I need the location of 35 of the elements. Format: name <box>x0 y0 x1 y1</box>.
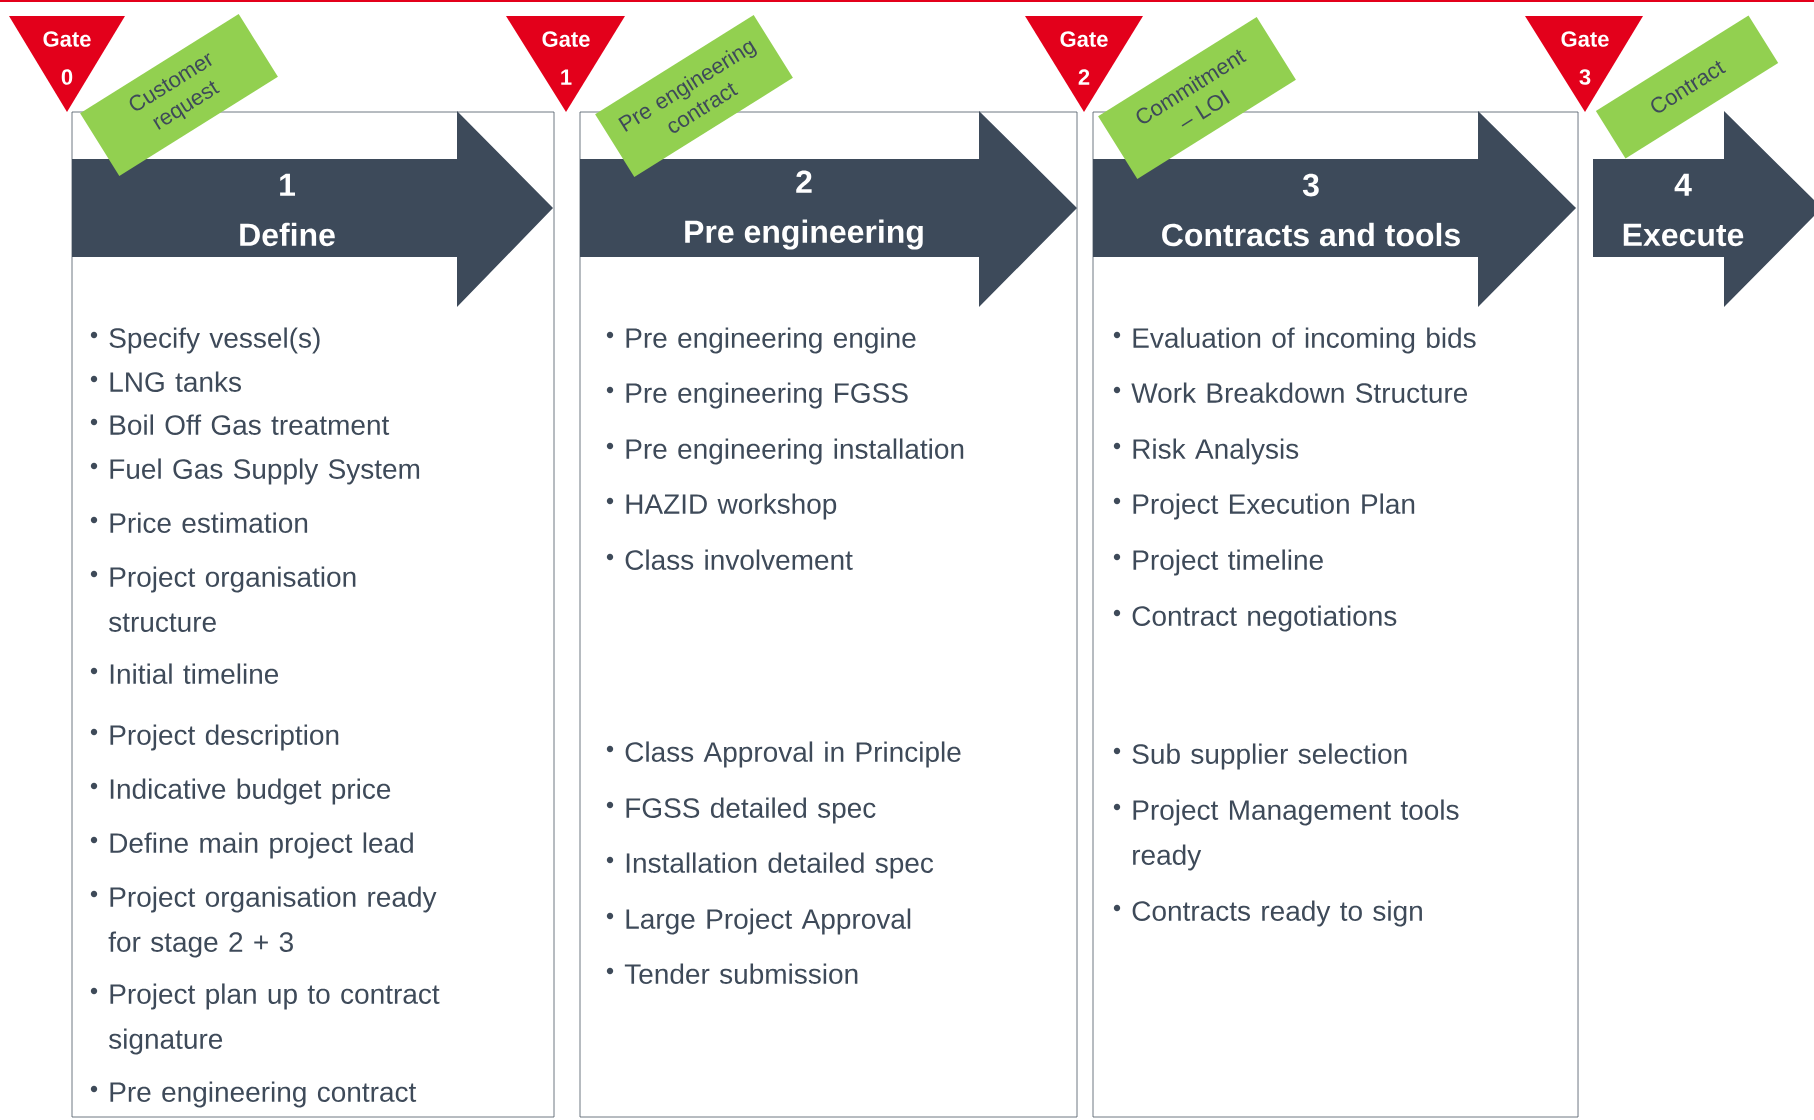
bullet-item: Contracts ready to sign <box>1113 900 1422 927</box>
bullet-item: Installation detailed spec <box>606 852 934 879</box>
bullet-item: FGSS detailed spec <box>606 797 876 824</box>
bullet-item: Fuel Gas Supply System <box>90 458 420 485</box>
bullet-item: Risk Analysis <box>1113 438 1299 465</box>
bullet-item: Indicative budget price <box>90 778 391 805</box>
bullet-item: Pre engineering engine <box>606 327 916 354</box>
bullet-item: Project plan up to contract signature <box>90 983 440 1055</box>
bullet-item: Project description <box>90 724 339 751</box>
bullet-item: Initial timeline <box>90 663 279 684</box>
bullet-item: Project timeline <box>1113 549 1323 576</box>
bullet-item: Price estimation <box>90 512 308 533</box>
bullet-item: Sub supplier selection <box>1113 743 1407 770</box>
bullet-item: Pre engineering installation <box>606 438 964 465</box>
bullet-item: Evaluation of incoming bids <box>1113 327 1476 354</box>
gate-triangle: Gate 0 <box>9 16 125 112</box>
bullet-item: Pre engineering FGSS <box>606 382 908 409</box>
bullet-item: Project organisation ready for stage 2 + 3 <box>90 886 437 958</box>
bullet-item: Class involvement <box>606 549 853 570</box>
bullet-item: Project Execution Plan <box>1113 493 1415 520</box>
bullet-item: Class Approval in Principle <box>606 741 961 768</box>
bullet-item: Define main project lead <box>90 832 413 859</box>
bullet-item: Project Management tools ready <box>1113 799 1459 871</box>
bullet-item: Work Breakdown Structure <box>1113 382 1468 403</box>
bullet-item: Boil Off Gas treatment <box>90 414 390 435</box>
bullet-item: Tender submission <box>606 963 858 984</box>
bullet-item: HAZID workshop <box>606 493 837 520</box>
gate-triangle: Gate 1 <box>506 16 625 112</box>
bullet-item: LNG tanks <box>90 371 241 392</box>
bullet-item: Specify vessel(s) <box>90 327 320 354</box>
bullet-item: Project organisation structure <box>90 566 356 632</box>
gate-triangle: Gate 3 <box>1525 16 1643 112</box>
bullet-item: Contract negotiations <box>1113 605 1397 632</box>
bullet-item: Pre engineering contract <box>90 1081 417 1108</box>
bullet-item: Large Project Approval <box>606 908 911 935</box>
